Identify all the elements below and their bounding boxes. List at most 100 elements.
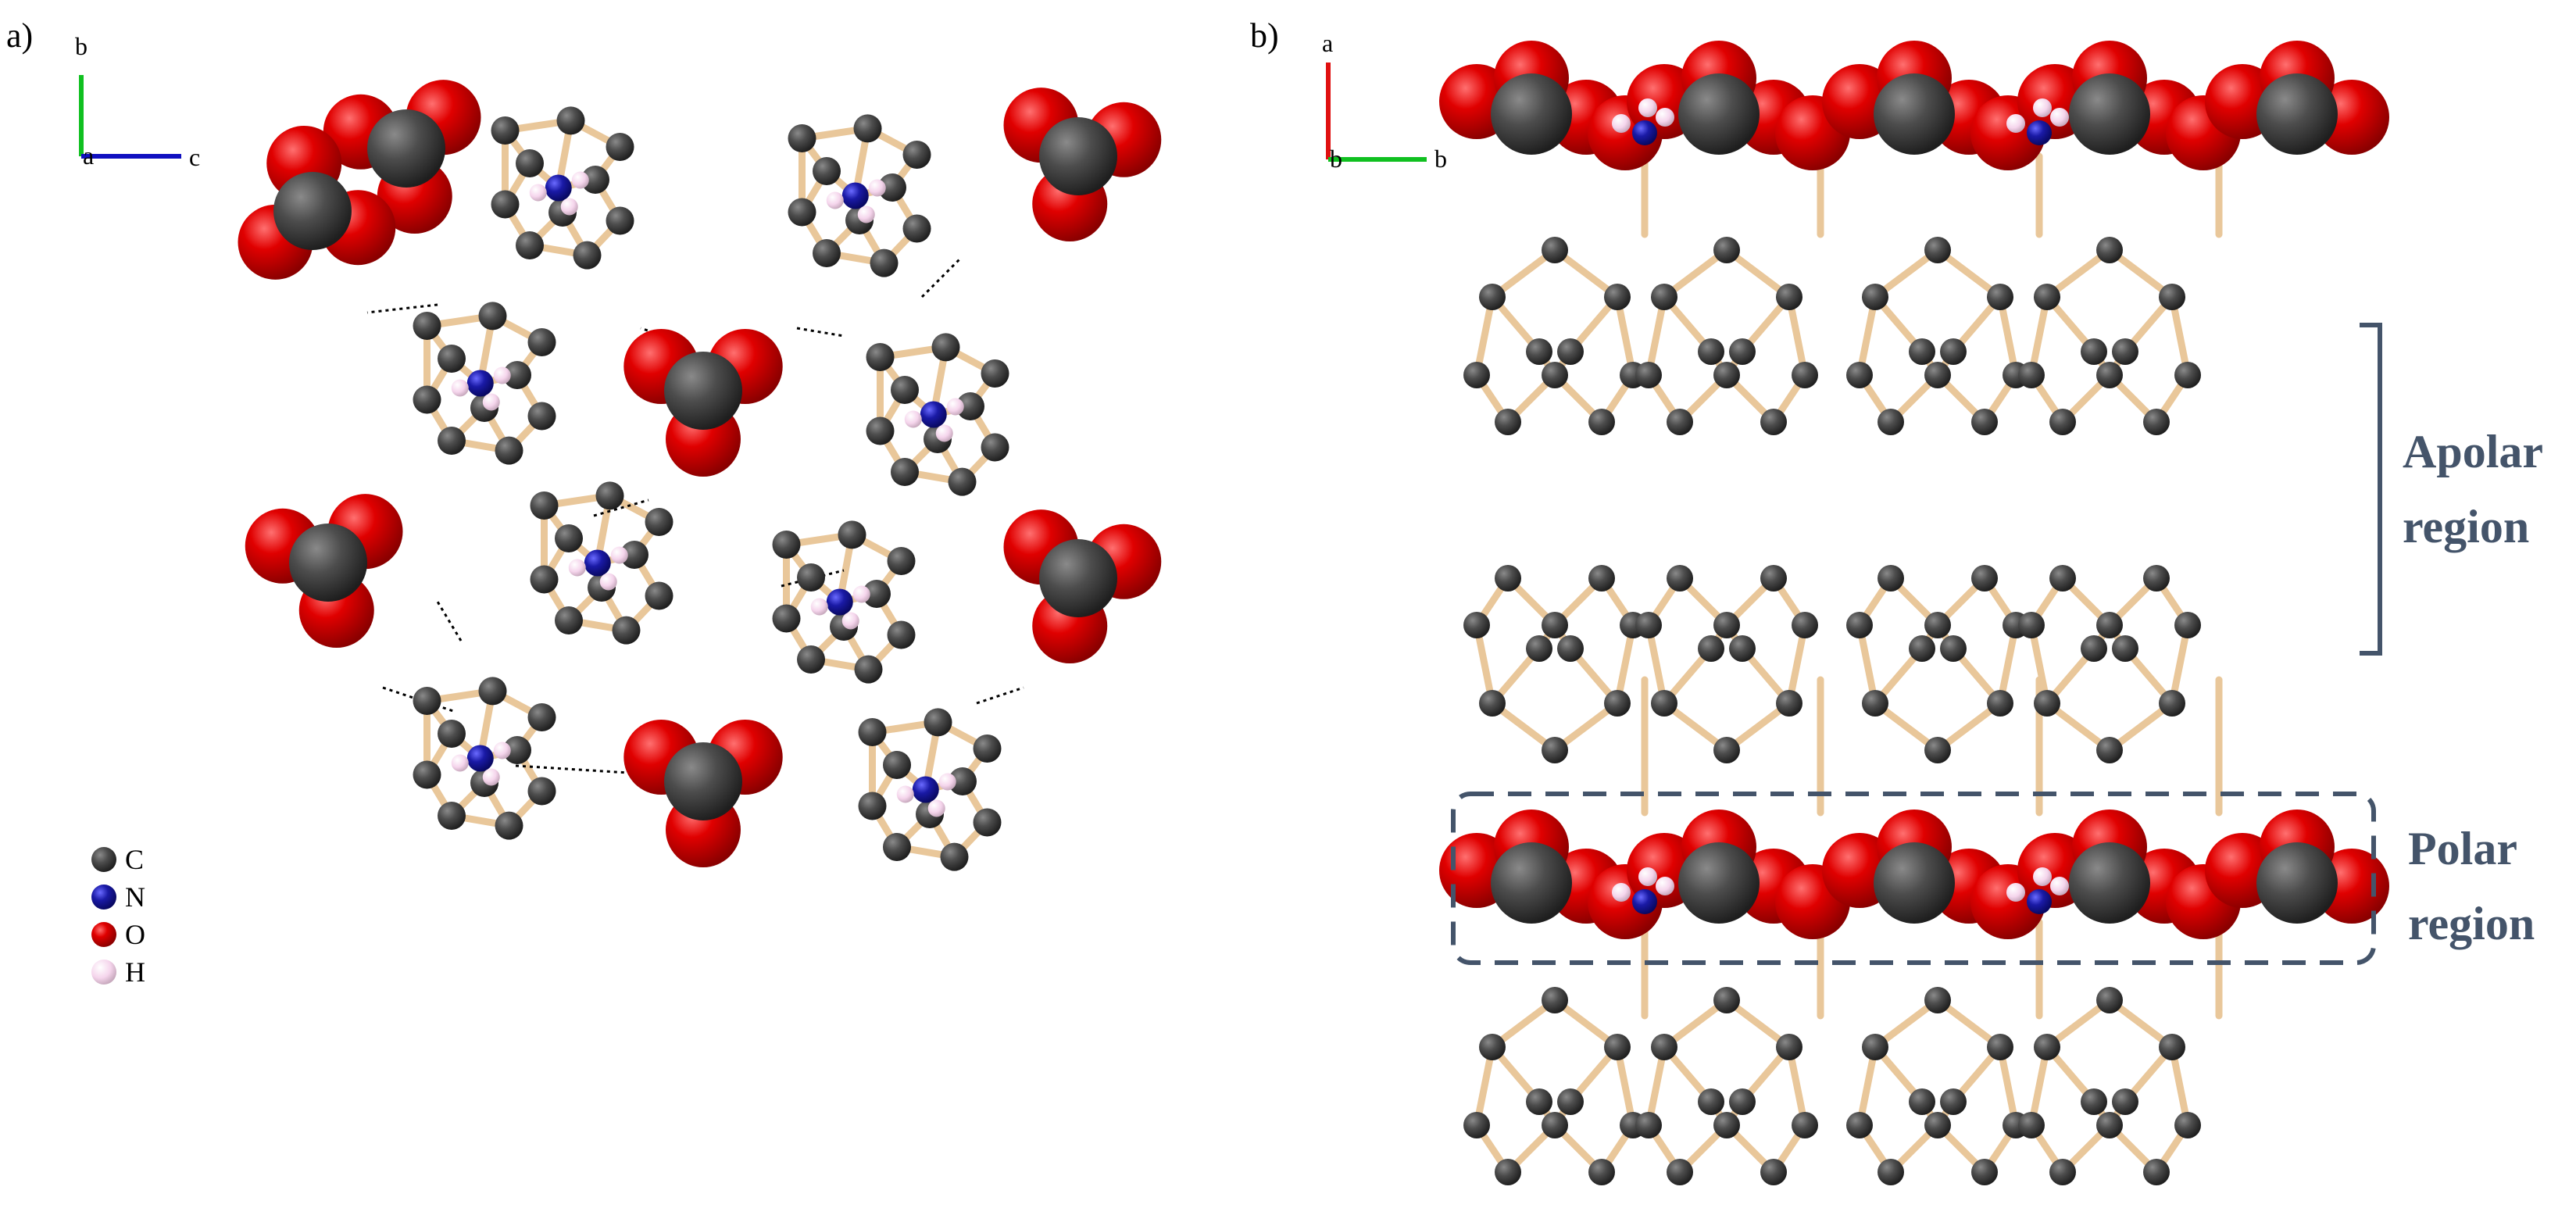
carbon-atom [853,114,882,143]
nitrogen-atom [841,182,869,209]
nitrogen-atom [912,776,939,803]
carbon-atom [1557,1088,1584,1115]
carbon-atom [1760,1159,1787,1185]
hydrogen-bond [593,499,649,517]
hydrogen-atom [2006,883,2025,902]
carbon-atom [1495,1159,1521,1185]
carbon-atom [1463,362,1490,388]
hydrogen-atom [493,742,511,759]
carbon-atom [887,620,916,649]
apolar-region-bracket [2360,323,2382,656]
carbon-atom [2112,338,2138,365]
carbon-atom [1495,565,1521,591]
carbon-atom [2096,737,2123,763]
carbon-atom [2049,1159,2076,1185]
carbon-atom [516,149,544,177]
apolar-region-label-line2: region [2403,501,2529,552]
carbon-atom [1463,612,1490,638]
carbon-atom [1924,987,1951,1013]
carbon-atom [1792,612,1818,638]
hydrogen-atom [2006,114,2025,133]
carbon-atom [1542,1112,1568,1138]
carbon-atom [1909,1088,1935,1115]
axis-label-horizontal-b: b [1434,145,1447,173]
nitrogen-atom [1632,889,1657,914]
legend-oxygen-label: O [125,919,145,950]
carbon-atom [1667,409,1693,435]
carbon-atom [1909,338,1935,365]
carbon-atom [1557,338,1584,365]
panel-a: a) b a c C N O H [6,16,1162,988]
carbon-atom [530,565,559,594]
carbon-atom [2049,409,2076,435]
carbon-atom [981,433,1009,462]
hydrogen-atom [2050,877,2069,895]
carbon-atom [1940,635,1967,662]
carbon-atom [772,604,801,633]
carbon-atom [878,173,906,202]
hydrogen-bond [436,601,463,642]
carbon-atom [503,361,531,389]
hydrogen-bond [366,303,438,314]
panel-a-label: a) [6,16,33,55]
carbon-atom [2096,237,2123,263]
carbon-atom [438,802,466,830]
carbon-atom [1924,737,1951,763]
element-legend: C N O H [91,844,145,988]
hydrogen-atom [857,206,875,223]
panel-b-atoms [1439,41,2389,1185]
carbon-atom [2034,284,2060,310]
carbon-atom [556,106,585,135]
carbon-atom [555,606,583,634]
hydrogen-bond [920,256,963,298]
carbon-atom [606,206,634,235]
hydrogen-atom [1638,867,1657,886]
carbon-atom [887,547,916,575]
carbon-atom [838,520,866,549]
carbon-atom [2096,987,2123,1013]
carbon-atom [1604,690,1631,717]
carbon-atom [1971,565,1998,591]
carbon-atom [1604,1034,1631,1060]
carbon-atom [1846,1112,1873,1138]
carbon-atom [2096,362,2123,388]
carbon-atom [2018,1112,2045,1138]
carbon-atom [1698,338,1724,365]
carbon-atom [1526,338,1552,365]
carbon-atom [645,508,673,536]
legend-entry-hydrogen: H [91,956,145,988]
legend-entry-oxygen: O [91,919,145,950]
carbon-atom [2174,1112,2201,1138]
carbon-atom [1526,635,1552,662]
axis-label-origin-b: b [1330,145,1342,173]
carbon-atom [1924,237,1951,263]
carbon-atom [2174,362,2201,388]
carbon-atom [1760,409,1787,435]
nitrogen-atom [466,370,494,397]
carbon-atom [1924,362,1951,388]
carbon-atom [1495,409,1521,435]
carbon-atom [1713,237,1740,263]
carbon-atom [413,385,441,414]
carbon-atom [854,655,883,684]
hydrogen-atom [927,799,945,817]
carbon-atom [866,343,895,371]
carbon-atom [902,214,931,243]
carbon-atom [1491,842,1572,924]
carbon-atom [1760,565,1787,591]
carbon-atom [1713,737,1740,763]
carbon-atom [1557,635,1584,662]
legend-carbon-swatch [91,847,116,872]
carbon-atom [1776,690,1802,717]
carbon-atom [981,359,1009,388]
carbon-atom [2143,409,2170,435]
carbon-atom [491,190,520,219]
carbon-atom [858,792,887,820]
panel-b-label: b) [1250,16,1279,55]
panel-a-axes: b a c [75,32,200,171]
carbon-atom [1862,284,1888,310]
carbon-atom [2049,565,2076,591]
carbon-atom [1039,539,1117,617]
hydrogen-atom [935,424,953,442]
carbon-atom [1878,565,1904,591]
